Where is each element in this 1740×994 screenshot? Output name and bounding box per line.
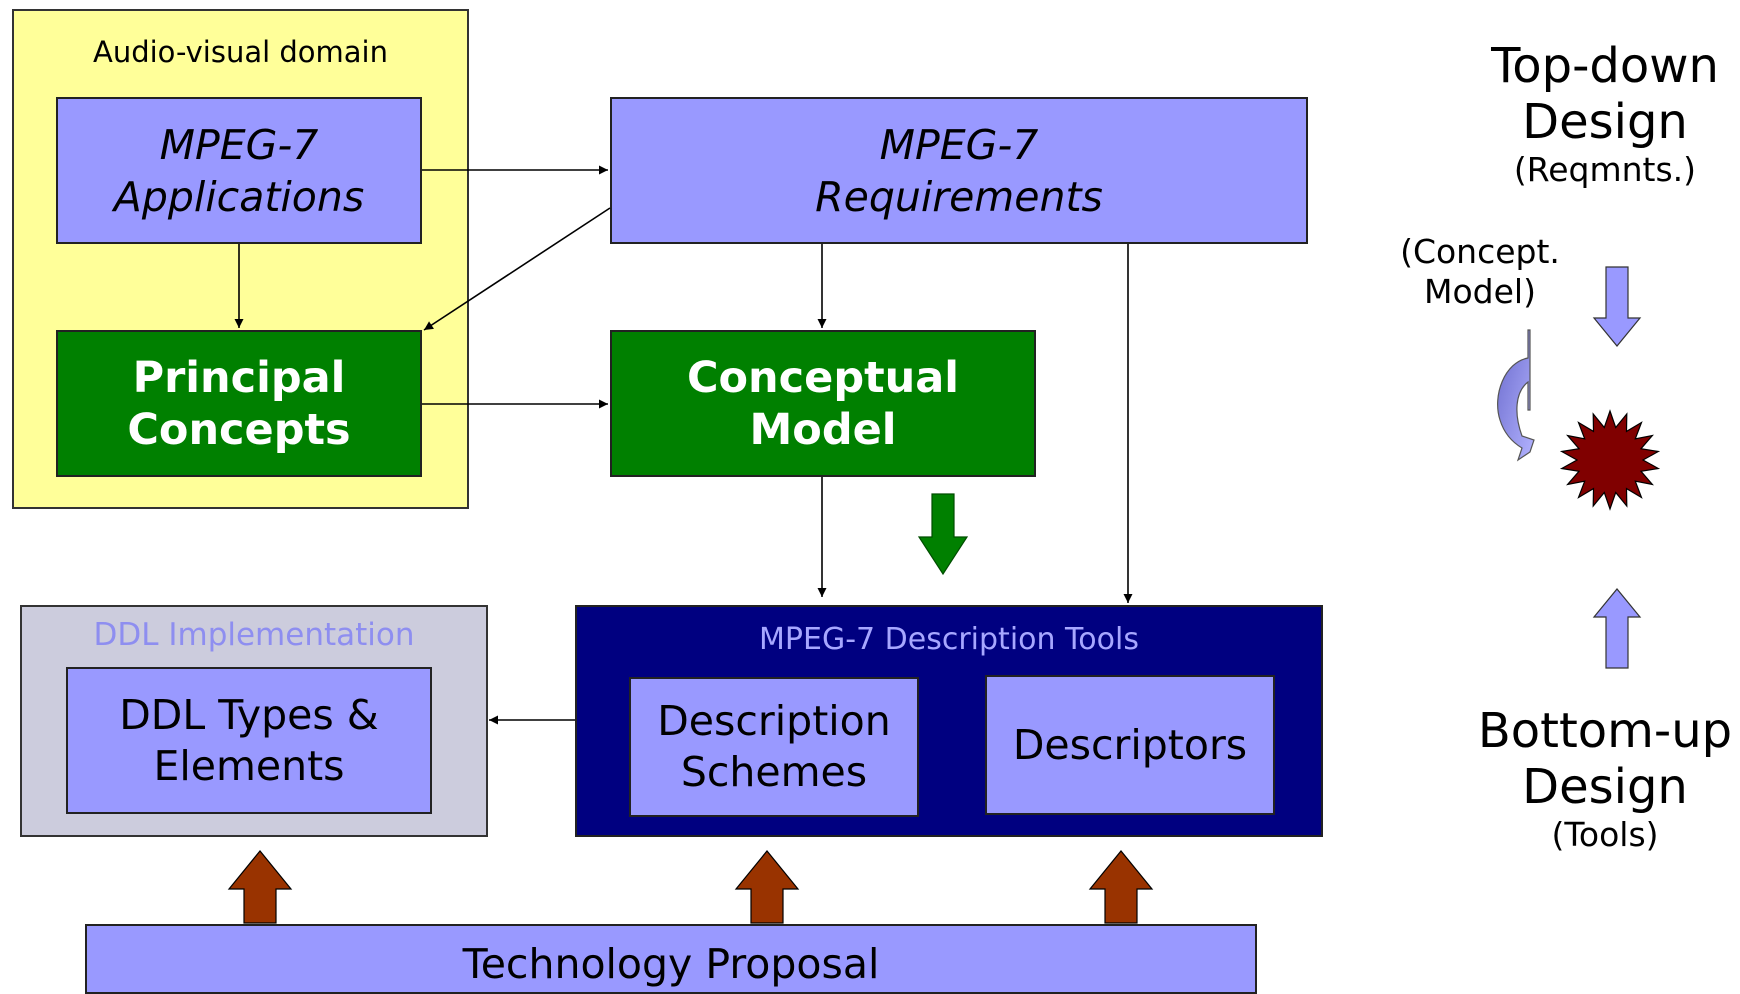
ddl-inner-line1: DDL Types & [119,690,379,739]
ddl-types-box: DDL Types & Elements [66,667,432,814]
bottomup-line1: Bottom-up [1477,703,1733,759]
bottom-up-label: Bottom-up Design (Tools) [1460,703,1740,855]
brown-up-arrow-schemes [734,850,800,924]
concept-model-label: (Concept. Model) [1380,232,1580,312]
bottom-up-arrow [1592,588,1642,669]
ddl-inner-line2: Elements [153,741,345,790]
top-down-arrow [1592,266,1642,347]
principal-line1: Principal [132,352,346,403]
descriptors-box: Descriptors [985,675,1275,815]
conceptual-line1: Conceptual [686,352,960,403]
tools-title: MPEG-7 Description Tools [759,622,1139,657]
domain-title: Audio-visual domain [92,35,388,69]
principal-line2: Concepts [127,404,351,455]
topdown-sub: (Reqmnts.) [1513,150,1697,189]
technology-proposal-box: Technology Proposal [85,924,1257,994]
applications-line1: MPEG-7 [159,120,319,169]
requirements-line2: Requirements [815,172,1103,221]
applications-line2: Applications [113,172,365,221]
ddl-title: DDL Implementation [93,617,415,653]
principal-concepts-box: Principal Concepts [56,330,422,477]
description-tools-box: MPEG-7 Description Tools Description Sch… [575,605,1323,837]
ds-line2: Schemes [680,748,868,796]
arrow-requirements-to-principal [423,207,611,331]
descriptors-label: Descriptors [1012,721,1248,769]
ds-line1: Description [657,697,891,745]
green-down-arrow [917,493,969,576]
topdown-line1: Top-down [1491,38,1719,94]
description-schemes-box: Description Schemes [629,677,919,817]
concept-line1: (Concept. [1400,232,1560,271]
conceptual-line2: Model [749,404,897,455]
curved-concept-arrow [1497,329,1535,462]
conceptual-model-box: Conceptual Model [610,330,1036,477]
star-burst [1559,409,1661,511]
ddl-implementation-box: DDL Implementation DDL Types & Elements [20,605,488,837]
brown-up-arrow-descriptors [1088,850,1154,924]
concept-line2: Model) [1424,272,1536,311]
technology-label: Technology Proposal [462,940,880,988]
applications-box: MPEG-7 Applications [56,97,422,244]
bottomup-line2: Design [1522,759,1688,815]
requirements-line1: MPEG-7 [879,120,1039,169]
requirements-box: MPEG-7 Requirements [610,97,1308,244]
brown-up-arrow-ddl [227,850,293,924]
bottomup-sub: (Tools) [1551,815,1659,854]
top-down-label: Top-down Design (Reqmnts.) [1460,38,1740,190]
topdown-line2: Design [1522,94,1688,150]
